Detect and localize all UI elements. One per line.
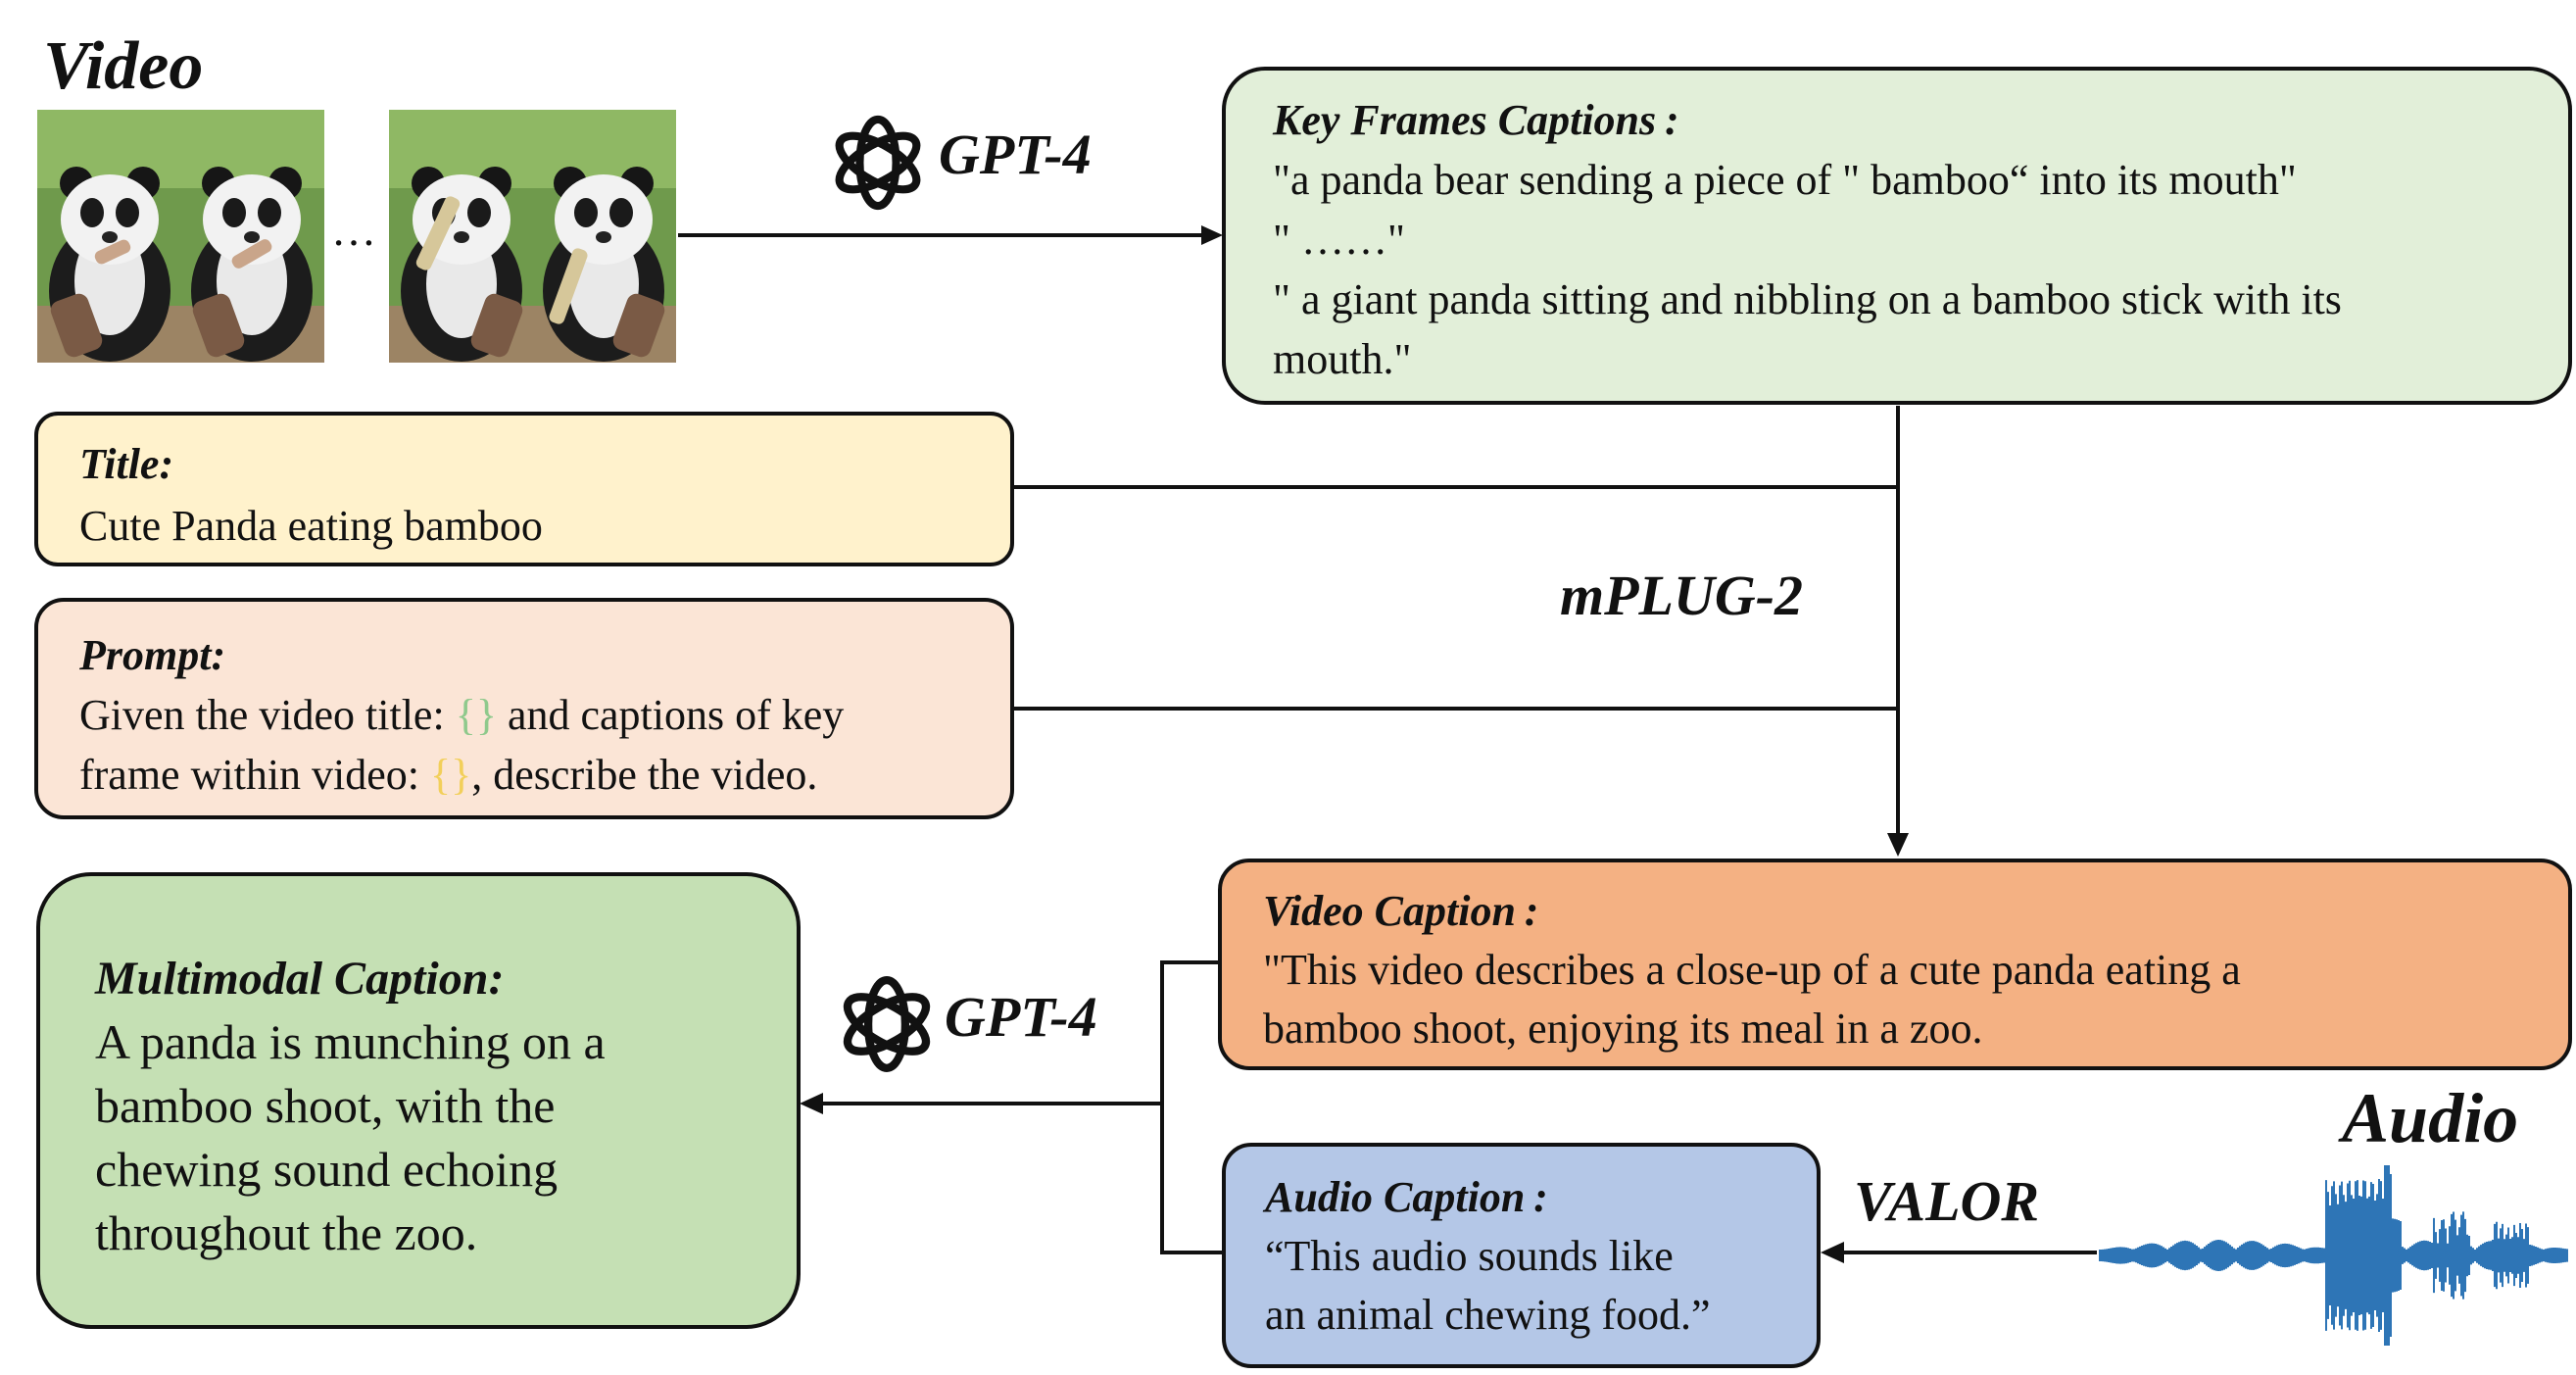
panda-frame-icon [179, 110, 324, 363]
bracket-captions-merge [1160, 960, 1222, 1254]
multimodal-caption-box: Multimodal Caption: A panda is munching … [36, 872, 801, 1329]
openai-logo-icon [829, 966, 945, 1087]
mplug2-label: mPLUG-2 [1560, 564, 1804, 627]
frames-ellipsis: … [331, 205, 378, 255]
prompt-line-1-end: and captions of key [496, 691, 845, 739]
video-frame-3 [389, 110, 534, 363]
key-frames-captions-box: Key Frames Captions : "a panda bear send… [1222, 67, 2572, 405]
arrowhead-keyframes [1201, 225, 1223, 245]
panda-frame-icon [531, 110, 676, 363]
title-heading: Title: [79, 440, 174, 488]
prompt-line-2: frame within video: {}, describe the vid… [79, 745, 1010, 805]
audio-caption-line-1: “This audio sounds like [1265, 1232, 1674, 1280]
video-caption-heading: Video Caption : [1263, 887, 1539, 935]
key-frame-caption-2-cont: mouth." [1273, 335, 1412, 383]
openai-logo-icon [821, 106, 935, 224]
multimodal-caption-line-3: chewing sound echoing [95, 1142, 559, 1197]
prompt-line-1-start: Given the video title: [79, 691, 456, 739]
waveform-trace [2099, 1165, 2568, 1346]
arrowhead-video-caption [1887, 833, 1909, 857]
prompt-line-2-start: frame within video: [79, 751, 431, 799]
audio-caption-heading: Audio Caption : [1265, 1173, 1548, 1221]
video-caption-line-1: "This video describes a close-up of a cu… [1263, 946, 2241, 994]
title-box: Title: Cute Panda eating bamboo [34, 412, 1014, 566]
prompt-line-1: Given the video title: {} and captions o… [79, 685, 1010, 745]
panda-frame-icon [389, 110, 534, 363]
audio-label: Audio [2342, 1079, 2519, 1157]
key-frames-heading: Key Frames Captions : [1273, 96, 1679, 144]
prompt-heading: Prompt: [79, 631, 226, 679]
audio-caption-box: Audio Caption : “This audio sounds like … [1222, 1143, 1821, 1368]
title-placeholder: {} [455, 691, 497, 739]
multimodal-caption-line-2: bamboo shoot, with the [95, 1078, 556, 1133]
arrowhead-multimodal [800, 1093, 823, 1114]
multimodal-caption-line-4: throughout the zoo. [95, 1205, 478, 1260]
video-label: Video [43, 28, 204, 104]
gpt4-top-label: GPT-4 [939, 123, 1092, 186]
valor-label: VALOR [1854, 1169, 2040, 1233]
multimodal-caption-line-1: A panda is munching on a [95, 1014, 606, 1069]
key-frame-caption-ellipsis: " ……" [1273, 216, 1405, 264]
key-frame-caption-2: " a giant panda sitting and nibbling on … [1273, 275, 2342, 323]
multimodal-caption-heading: Multimodal Caption: [95, 953, 505, 1005]
video-caption-box: Video Caption : "This video describes a … [1218, 859, 2572, 1070]
prompt-box: Prompt: Given the video title: {} and ca… [34, 598, 1014, 819]
prompt-line-2-end: , describe the video. [471, 751, 818, 799]
gpt4-bottom-label: GPT-4 [945, 985, 1097, 1049]
video-frame-4 [531, 110, 676, 363]
arrowhead-audio-caption [1821, 1242, 1844, 1263]
key-frame-caption-1: "a panda bear sending a piece of " bambo… [1273, 156, 2297, 204]
video-frame-2 [179, 110, 324, 363]
audio-waveform-icon [2099, 1165, 2568, 1346]
video-frame-1 [37, 110, 182, 363]
panda-frame-icon [37, 110, 182, 363]
captions-placeholder: {} [430, 751, 472, 799]
audio-caption-line-2: an animal chewing food.” [1265, 1291, 1711, 1339]
video-caption-line-2: bamboo shoot, enjoying its meal in a zoo… [1263, 1005, 1983, 1053]
title-text: Cute Panda eating bamboo [79, 502, 543, 550]
